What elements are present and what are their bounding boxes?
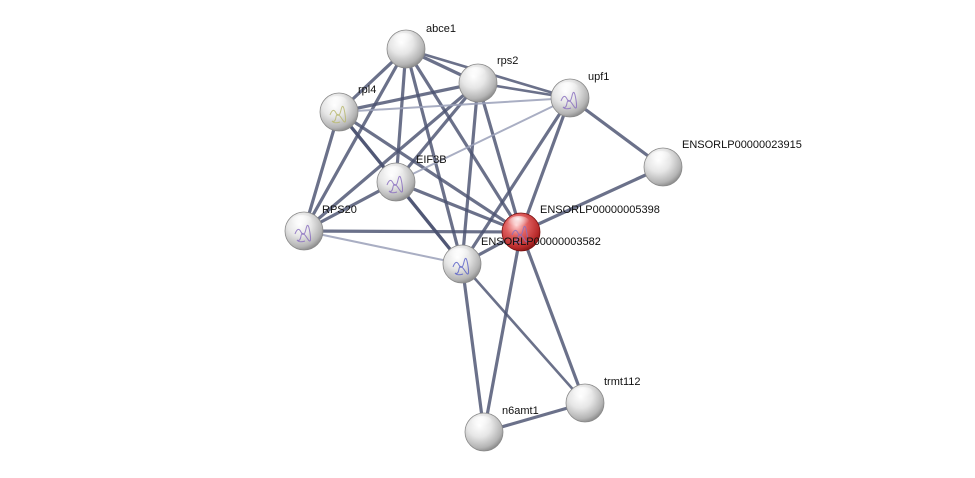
node-highlight (393, 33, 415, 47)
node-highlight (291, 215, 313, 229)
edge-ENSORLP00000005398-n6amt1[interactable] (482, 230, 523, 434)
protein-structure-icon (294, 224, 312, 243)
node-label: upf1 (588, 71, 609, 83)
node-highlight (383, 166, 405, 180)
node-label: ENSORLP00000003582 (481, 236, 601, 248)
edge-rpl4-upf1[interactable] (338, 97, 571, 113)
node-label: RPS20 (322, 204, 357, 216)
node-rpl4[interactable]: rpl4 (319, 84, 376, 132)
node-label: abce1 (426, 23, 456, 35)
node-RPS20[interactable]: RPS20 (284, 204, 357, 251)
edge-EIF3B-ENSORLP00000005398[interactable] (394, 180, 523, 234)
edge-ENSORLP00000003582-n6amt1[interactable] (460, 262, 486, 434)
node-upf1[interactable]: upf1 (550, 71, 609, 118)
edge-abce1-EIF3B[interactable] (394, 47, 408, 184)
node-highlight (650, 151, 672, 165)
edge-rps2-EIF3B[interactable] (394, 81, 480, 184)
node-highlight (326, 96, 348, 110)
protein-structure-icon (452, 257, 470, 276)
node-label: rps2 (497, 55, 518, 67)
node-EIF3B[interactable]: EIF3B (376, 154, 447, 202)
edge-upf1-ENSORLP00000005398[interactable] (519, 96, 572, 234)
edge-ENSORLP00000023915-ENSORLP00000005398[interactable] (519, 165, 665, 234)
node-n6amt1[interactable]: n6amt1 (464, 405, 539, 452)
node-label: trmt112 (604, 376, 640, 388)
protein-structure-icon (560, 91, 578, 110)
edge-ENSORLP00000003582-trmt112[interactable] (460, 262, 587, 405)
edge-RPS20-ENSORLP00000005398[interactable] (302, 229, 523, 234)
edge-rps2-ENSORLP00000003582[interactable] (460, 81, 480, 266)
edge-rps2-rpl4[interactable] (337, 81, 480, 114)
node-ENSORLP00000023915[interactable]: ENSORLP00000023915 (643, 139, 802, 187)
protein-structure-icon (511, 225, 529, 244)
nodes-layer: abce1rps2upf1rpl4EIF3BRPS20ENSORLP000000… (284, 23, 802, 452)
edge-rps2-RPS20[interactable] (302, 81, 480, 233)
node-label: EIF3B (416, 154, 447, 166)
edge-EIF3B-upf1[interactable] (395, 97, 571, 183)
edge-rpl4-RPS20[interactable] (302, 110, 341, 233)
edge-upf1-ENSORLP00000003582[interactable] (460, 96, 572, 266)
node-highlight (557, 82, 579, 96)
node-rps2[interactable]: rps2 (458, 55, 518, 103)
node-highlight (508, 216, 530, 230)
protein-structure-icon (329, 105, 347, 124)
node-highlight (449, 248, 471, 262)
edge-abce1-RPS20[interactable] (302, 47, 408, 233)
node-label: n6amt1 (502, 405, 539, 417)
node-trmt112[interactable]: trmt112 (565, 376, 640, 423)
node-label: ENSORLP00000005398 (540, 204, 660, 216)
edge-RPS20-ENSORLP00000003582[interactable] (303, 230, 463, 265)
protein-structure-icon (386, 175, 404, 194)
edge-ENSORLP00000005398-trmt112[interactable] (519, 230, 587, 405)
node-abce1[interactable]: abce1 (386, 23, 456, 69)
edge-abce1-ENSORLP00000003582[interactable] (404, 47, 464, 266)
node-highlight (471, 416, 493, 430)
node-label: ENSORLP00000023915 (682, 139, 802, 151)
node-label: rpl4 (358, 84, 376, 96)
node-highlight (572, 387, 594, 401)
edge-rpl4-ENSORLP00000005398[interactable] (337, 110, 523, 234)
node-highlight (465, 67, 487, 81)
node-ENSORLP00000005398[interactable]: ENSORLP00000005398 (501, 204, 660, 252)
node-ENSORLP00000003582[interactable]: ENSORLP00000003582 (442, 236, 601, 284)
edge-rps2-ENSORLP00000005398[interactable] (476, 81, 523, 234)
